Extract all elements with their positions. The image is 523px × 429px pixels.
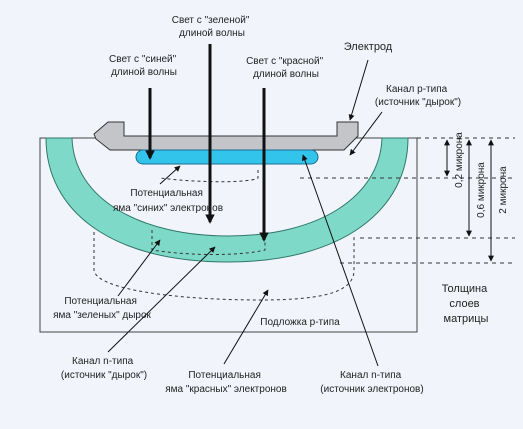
red-light-label-2: длиной волны [253,69,319,80]
svg-text:Свет с "зеленой" длиной во: Свет с "зеленой" длиной волны [172,15,252,39]
n-channel-holes-pointer [107,246,216,353]
green-well-label-2: яма "зеленых" дырок [53,310,151,321]
electrode-pointer [348,59,369,121]
red-light-label-1: Свет с "красной" [246,56,324,67]
blue-well-shape [135,149,319,165]
red-well-label-1: Потенциальная [188,370,261,381]
blue-light-label-2: длиной волны [111,67,177,78]
svg-text:Потенциальная яма "зеленых: Потенциальная яма "зеленых" дырок [53,296,151,321]
svg-text:Свет с "красной" длиной во: Свет с "красной" длиной волны [246,56,326,80]
svg-text:Канал p-типа (источник "ды: Канал p-типа (источник "дырок") [375,84,461,108]
electrode-label: Электрод [344,41,393,53]
n-channel-electrons-pointer [301,154,379,367]
n-channel-holes-label-2: (источник "дырок") [61,370,147,381]
substrate-label: Подложка p-типа [260,317,340,328]
svg-text:Потенциальная яма "синих": Потенциальная яма "синих" электронов [113,188,223,214]
green-well-label-1: Потенциальная [64,296,137,307]
n-channel-electrons-label-2: (источник электронов) [320,384,423,395]
depth-02-label: 0,2 микрона [454,132,465,188]
svg-text:Свет с "синей" длиной волн: Свет с "синей" длиной волны [109,54,179,78]
blue-light-label-1: Свет с "синей" [109,54,177,65]
matrix-thickness-label-3: матрицы [444,313,489,325]
n-channel-electrons-label-1: Канал n-типа [340,370,402,381]
blue-well-label-2: яма "синих" электронов [113,203,223,214]
depth-2-label: 2 микрона [498,166,509,214]
green-well-pointer [117,239,161,297]
green-light-label-2: длиной волны [179,28,245,39]
matrix-thickness-label-2: слоев [449,298,479,310]
svg-text:Толщина слоев матрицы: Толщина слоев матрицы [442,283,491,325]
svg-text:Потенциальная яма "красных: Потенциальная яма "красных" электронов [165,370,287,395]
blue-well-label-1: Потенциальная [130,188,203,199]
n-channel-holes-label-1: Канал n-типа [72,356,134,367]
p-channel-pointer [349,111,383,156]
red-well-pointer [223,289,269,365]
svg-text:Канал n-типа (источник эле: Канал n-типа (источник электронов) [320,370,423,395]
n-channel-shape [45,137,409,263]
svg-text:Канал n-типа (источник "ды: Канал n-типа (источник "дырок") [61,356,147,381]
blue-well-pointer [159,165,181,185]
red-well-outline [93,232,355,301]
electrode-shape [93,121,359,151]
matrix-thickness-label-1: Толщина [442,283,488,295]
depth-06-label: 0,6 микрона [476,162,487,218]
p-channel-label-1: Канал p-типа [386,84,448,95]
blue-well-outline [159,170,259,183]
red-well-label-2: яма "красных" электронов [165,384,287,395]
green-light-label-1: Свет с "зеленой" [172,15,250,26]
green-well-outline [151,230,266,255]
p-channel-label-2: (источник "дырок") [375,97,461,108]
